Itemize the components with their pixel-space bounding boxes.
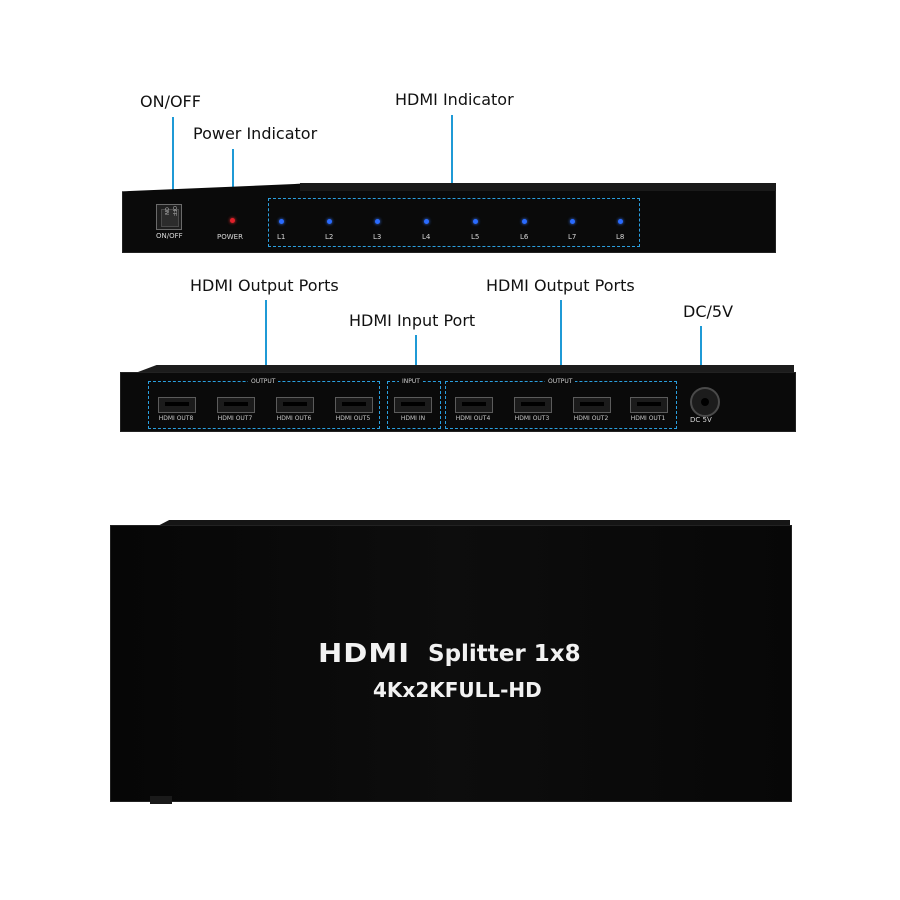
port-label-out8: HDMI OUT8 xyxy=(158,415,194,422)
power-label: POWER xyxy=(217,233,243,241)
callout-power-indicator: Power Indicator xyxy=(193,124,318,143)
power-switch[interactable]: ON OFF xyxy=(156,204,182,230)
port-label-out4: HDMI OUT4 xyxy=(455,415,491,422)
port-hdmi-out3[interactable] xyxy=(514,397,552,413)
port-label-out1: HDMI OUT1 xyxy=(630,415,666,422)
dc-label: DC 5V xyxy=(690,416,712,424)
front-panel-top-edge xyxy=(300,183,776,191)
callout-dc-5v: DC/5V xyxy=(683,302,734,321)
port-hdmi-out6[interactable] xyxy=(276,397,314,413)
callout-hdmi-input-port: HDMI Input Port xyxy=(349,311,476,330)
led-l6 xyxy=(522,219,527,224)
leader-hdmi-indicator xyxy=(451,115,453,198)
leader-dc-5v xyxy=(700,326,702,380)
led-l8 xyxy=(618,219,623,224)
product-logo: HDMI xyxy=(318,637,410,669)
callout-on-off: ON/OFF xyxy=(140,92,201,111)
product-foot xyxy=(150,796,172,804)
port-hdmi-out2[interactable] xyxy=(573,397,611,413)
led-l4 xyxy=(424,219,429,224)
switch-label: ON/OFF xyxy=(156,232,183,240)
port-hdmi-out5[interactable] xyxy=(335,397,373,413)
switch-off-text: OFF xyxy=(171,206,177,216)
led-label-l3: L3 xyxy=(373,233,382,241)
power-led xyxy=(230,218,235,223)
leader-power-indicator xyxy=(232,149,234,219)
output-group-left-title: OUTPUT xyxy=(248,378,279,385)
port-hdmi-in[interactable] xyxy=(394,397,432,413)
led-l1 xyxy=(279,219,284,224)
port-label-in: HDMI IN xyxy=(400,415,426,422)
led-l5 xyxy=(473,219,478,224)
led-label-l7: L7 xyxy=(568,233,577,241)
port-label-out2: HDMI OUT2 xyxy=(573,415,609,422)
hdmi-indicator-box xyxy=(268,198,640,247)
output-group-right-title: OUTPUT xyxy=(545,378,576,385)
led-l3 xyxy=(375,219,380,224)
port-hdmi-out7[interactable] xyxy=(217,397,255,413)
leader-hdmi-output-right xyxy=(560,300,562,380)
product-body xyxy=(110,525,792,802)
leader-hdmi-input xyxy=(415,335,417,380)
leader-on-off xyxy=(172,117,174,205)
led-l7 xyxy=(570,219,575,224)
port-hdmi-out4[interactable] xyxy=(455,397,493,413)
product-subtitle: 4Kx2KFULL-HD xyxy=(373,678,542,702)
led-label-l1: L1 xyxy=(277,233,286,241)
led-label-l6: L6 xyxy=(520,233,529,241)
input-group-title: INPUT xyxy=(399,378,423,385)
port-hdmi-out8[interactable] xyxy=(158,397,196,413)
led-label-l2: L2 xyxy=(325,233,334,241)
switch-on-text: ON xyxy=(162,207,169,215)
led-label-l4: L4 xyxy=(422,233,431,241)
callout-hdmi-indicator: HDMI Indicator xyxy=(395,90,514,109)
dc-jack[interactable] xyxy=(690,387,720,417)
port-label-out6: HDMI OUT6 xyxy=(276,415,312,422)
rear-panel-top-edge xyxy=(130,365,794,375)
port-hdmi-out1[interactable] xyxy=(630,397,668,413)
port-label-out3: HDMI OUT3 xyxy=(514,415,550,422)
port-label-out5: HDMI OUT5 xyxy=(335,415,371,422)
port-label-out7: HDMI OUT7 xyxy=(217,415,253,422)
led-l2 xyxy=(327,219,332,224)
led-label-l5: L5 xyxy=(471,233,480,241)
callout-hdmi-output-ports-right: HDMI Output Ports xyxy=(486,276,635,295)
product-title: Splitter 1x8 xyxy=(428,641,581,667)
callout-hdmi-output-ports-left: HDMI Output Ports xyxy=(190,276,339,295)
leader-hdmi-output-left xyxy=(265,300,267,380)
led-label-l8: L8 xyxy=(616,233,625,241)
